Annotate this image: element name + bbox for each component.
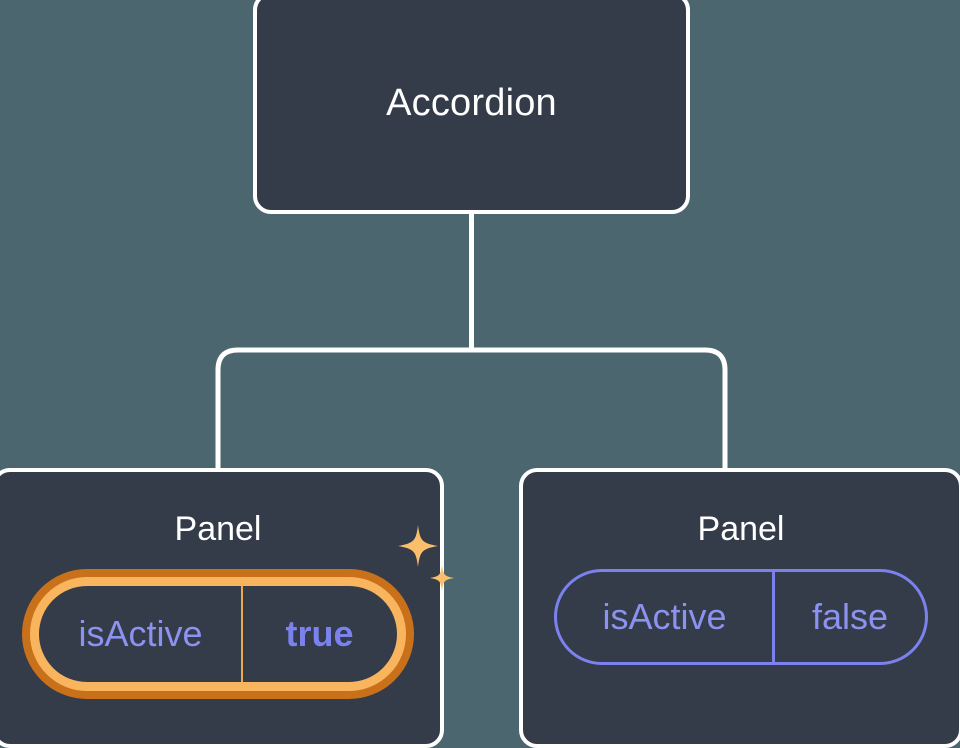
- prop-key-label: isActive: [557, 572, 775, 662]
- prop-value-label: true: [285, 613, 354, 654]
- node-panel-inactive-title: Panel: [697, 510, 785, 548]
- node-panel-active-title: Panel: [174, 510, 262, 548]
- prop-pill-is-active-false[interactable]: isActive false: [554, 569, 928, 665]
- prop-pill-inactive-wrapper: isActive false: [554, 569, 928, 665]
- node-panel-active[interactable]: Panel isActive true: [0, 468, 454, 748]
- prop-pill-is-active-true[interactable]: isActive true: [22, 569, 414, 699]
- prop-pill-active-wrapper: isActive true: [22, 525, 454, 699]
- node-panel-inactive[interactable]: Panel isActive false: [519, 468, 960, 748]
- sparkle-small-icon: [430, 565, 454, 591]
- prop-value-label: false: [811, 596, 889, 637]
- connector-branch-bar: [215, 347, 728, 470]
- sparkles-group: [398, 525, 454, 591]
- prop-key-label: isActive: [40, 578, 243, 690]
- sparkle-large-icon: [398, 525, 438, 567]
- node-accordion[interactable]: Accordion: [253, 0, 690, 214]
- node-accordion-title: Accordion: [386, 81, 557, 124]
